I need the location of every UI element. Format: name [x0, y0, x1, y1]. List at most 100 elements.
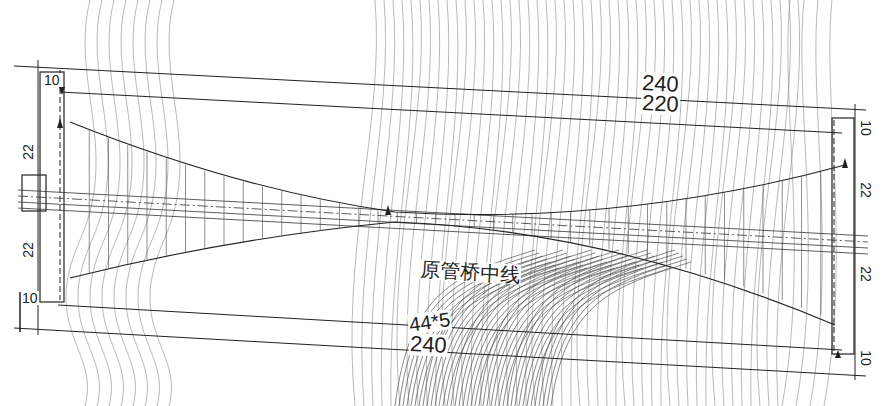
dimension-text: 22 — [21, 241, 35, 259]
cable — [70, 122, 845, 325]
contour-line — [706, 0, 728, 406]
contour-line — [777, 0, 800, 406]
contour-line — [372, 0, 395, 406]
contour-line — [467, 262, 607, 406]
hanger-line — [147, 152, 148, 261]
contour-line — [526, 0, 548, 406]
hanger-line — [416, 213, 417, 223]
dimension-text: 10 — [43, 73, 61, 87]
contour-line — [622, 0, 647, 406]
hanger-line — [185, 165, 186, 253]
hanger-line — [686, 199, 687, 269]
hanger-line — [89, 130, 90, 273]
contour-line — [712, 0, 737, 406]
hanger-line — [532, 214, 533, 235]
hanger-line — [647, 204, 648, 258]
contour-line — [810, 0, 822, 406]
dimension-lines — [14, 60, 866, 380]
contour-line — [114, 0, 144, 406]
contour-line — [551, 262, 691, 406]
contour-line — [523, 262, 663, 406]
contour-line — [782, 0, 794, 406]
contour-line — [561, 0, 583, 406]
contour-lines — [66, 0, 836, 406]
hanger-line — [474, 215, 475, 228]
hanger-line — [628, 206, 629, 253]
dimension-text: 22 — [21, 143, 35, 161]
hanger-line — [724, 192, 725, 280]
hanger-line — [570, 212, 571, 242]
contour-line — [66, 0, 96, 406]
hanger-line — [378, 210, 379, 224]
hanger-line — [108, 137, 109, 268]
dimension-text: 22 — [859, 181, 873, 199]
contour-line — [667, 0, 692, 406]
hanger-line — [512, 214, 513, 232]
centerline-label: 原管桥中线 — [419, 259, 522, 284]
contour-line — [150, 0, 180, 406]
hanger-line — [435, 214, 436, 224]
contour-line — [577, 0, 602, 406]
hanger-line — [166, 158, 167, 256]
dimension-text: 10 — [859, 119, 873, 137]
contour-line — [507, 0, 530, 406]
contour-line — [462, 0, 485, 406]
dimension-text: 10 — [859, 349, 873, 367]
dimension-text: 22 — [859, 265, 873, 283]
contour-line — [381, 0, 403, 406]
contour-line — [597, 0, 620, 406]
contour-line — [571, 0, 593, 406]
contour-line — [516, 0, 538, 406]
contour-line — [102, 0, 132, 406]
bridge-axis — [18, 190, 868, 254]
hanger-line — [782, 181, 783, 301]
hanger-lines — [89, 130, 821, 315]
hanger-line — [743, 189, 744, 287]
contour-line — [547, 259, 687, 406]
hanger-line — [609, 208, 610, 249]
hanger-line — [666, 202, 667, 264]
hanger-line — [127, 145, 128, 265]
contour-line — [481, 0, 503, 406]
hanger-line — [301, 195, 302, 233]
contour-line — [824, 0, 836, 406]
contour-line — [616, 0, 638, 406]
hanger-line — [801, 176, 802, 307]
hanger-line — [455, 214, 456, 225]
contour-line — [696, 0, 718, 406]
contour-line — [471, 0, 493, 406]
contour-line — [606, 0, 628, 406]
hanger-line — [358, 207, 359, 226]
contour-line — [90, 0, 120, 406]
contour-line — [78, 0, 108, 406]
contour-line — [511, 253, 651, 406]
contour-line — [552, 0, 575, 406]
hanger-line — [224, 176, 225, 245]
hanger-line — [243, 181, 244, 242]
contour-line — [543, 256, 683, 406]
hanger-line — [493, 215, 494, 230]
contour-line — [352, 0, 377, 406]
contour-line — [507, 250, 647, 406]
arrow-marks — [57, 87, 848, 358]
contour-line — [796, 0, 808, 406]
hanger-line — [204, 170, 205, 248]
hanger-line — [589, 210, 590, 245]
contour-line — [515, 256, 655, 406]
contour-line — [661, 0, 683, 406]
hanger-line — [320, 199, 321, 230]
hanger-line — [820, 171, 821, 315]
contour-line — [535, 250, 675, 406]
dimension-text: 10 — [21, 291, 39, 305]
contour-line — [487, 0, 512, 406]
hanger-line — [763, 185, 764, 294]
span-text: 44*5 — [407, 309, 453, 335]
hanger-line — [281, 191, 282, 236]
hanger-line — [339, 203, 340, 228]
hanger-line — [551, 213, 552, 238]
hanger-line — [397, 212, 398, 222]
hanger-line — [705, 196, 706, 275]
dimension-text: 220 — [640, 92, 680, 116]
contour-line — [687, 0, 710, 406]
dimension-text: 240 — [408, 333, 448, 357]
